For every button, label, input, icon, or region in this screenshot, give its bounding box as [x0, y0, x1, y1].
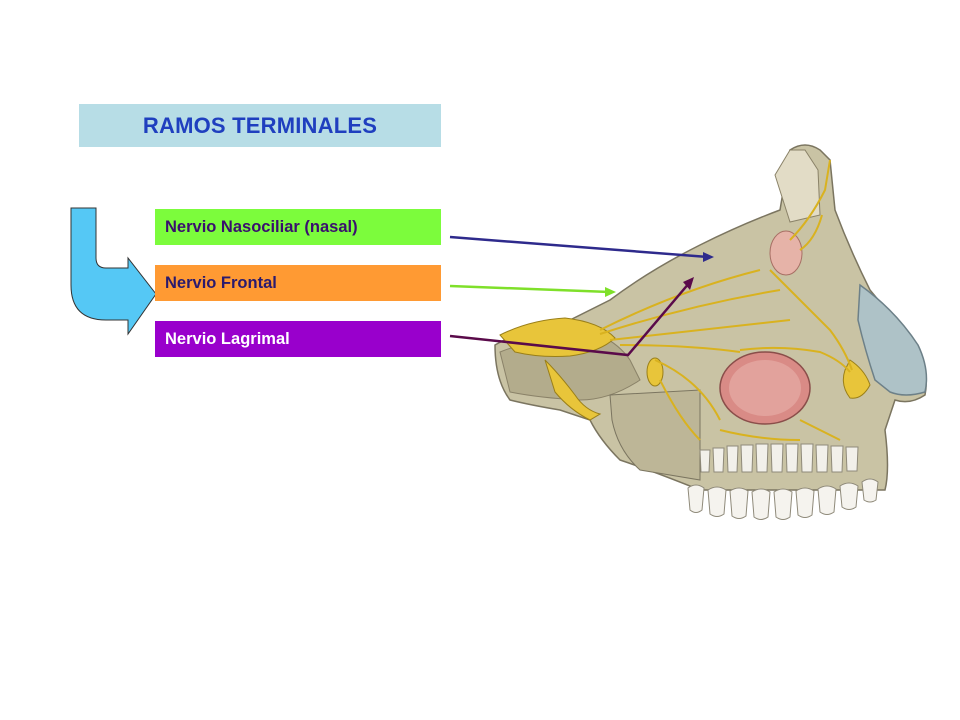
- frontal-arrowhead-icon: [605, 287, 616, 297]
- label-nervio-lagrimal: Nervio Lagrimal: [155, 321, 441, 357]
- curved-arrow-icon: [70, 207, 157, 336]
- nasociliar-pointer-line: [449, 235, 709, 259]
- lagrimal-arrowhead-icon: [683, 277, 694, 290]
- slide-title: RAMOS TERMINALES: [79, 104, 441, 147]
- label-nervio-nasociliar: Nervio Nasociliar (nasal): [155, 209, 441, 245]
- label-nervio-frontal: Nervio Frontal: [155, 265, 441, 301]
- pointer-lines: [449, 235, 714, 357]
- nasociliar-arrowhead-icon: [703, 252, 714, 262]
- skull-illustration: [494, 144, 928, 520]
- frontal-pointer-line: [449, 284, 611, 294]
- lagrimal-pointer-line: [449, 281, 691, 357]
